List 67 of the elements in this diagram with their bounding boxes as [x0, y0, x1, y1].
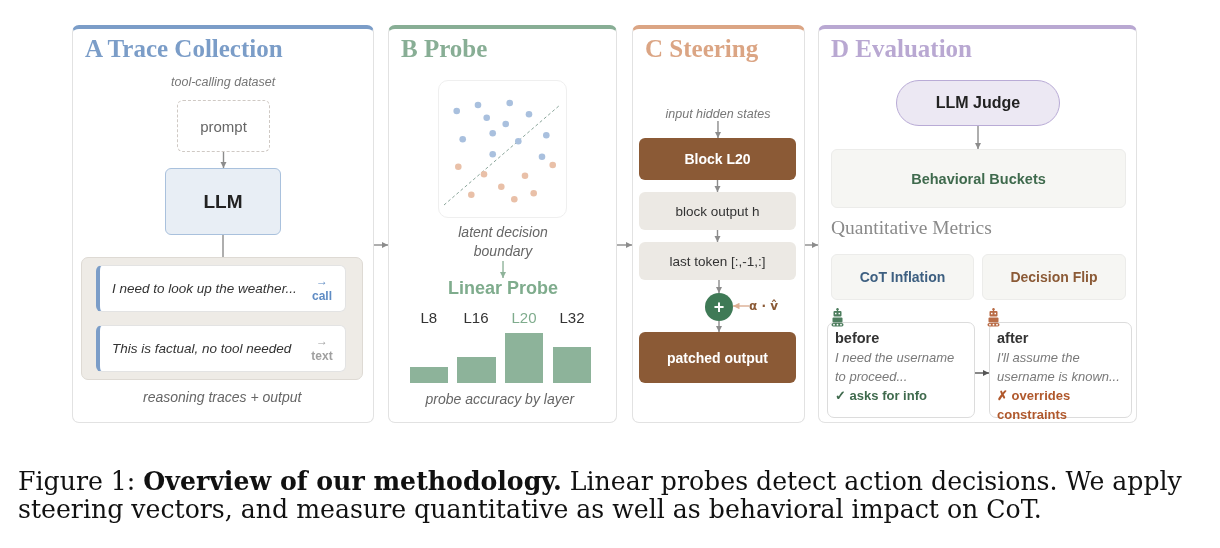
figure-caption: Figure 1: Overview of our methodology. Linear probes detect action decisions. We apply steering vectors, and measure quantitative as well as behavioral impact on CoT.: [18, 467, 1183, 524]
arrow: [714, 179, 721, 193]
arrow: [974, 369, 990, 377]
trace-text: This is factual, no tool needed: [112, 341, 292, 356]
result-text: ✗ overrides constraints: [997, 388, 1071, 422]
steering-vector-label: α · v̂: [749, 299, 778, 313]
layer-block: [639, 138, 796, 180]
action-label: → call: [311, 273, 333, 304]
box-label: Decision Flip: [1010, 269, 1098, 285]
arrow: [220, 151, 227, 169]
arrow: [714, 229, 721, 243]
card-title: after: [997, 330, 1029, 346]
arrow: [373, 241, 389, 249]
box-label: patched output: [666, 349, 769, 366]
model-box: [165, 168, 281, 235]
plus-label: +: [713, 298, 725, 316]
layer-label: L8: [420, 309, 438, 326]
add-node: [705, 293, 733, 321]
arrow: [714, 120, 722, 139]
stage-panel: [818, 25, 1137, 423]
example-card: [989, 322, 1132, 418]
panel-heading: B Probe: [401, 35, 488, 63]
arrow: [616, 241, 633, 249]
bucket-box: [831, 149, 1126, 208]
layer-label: L16: [463, 309, 489, 326]
arrow: [732, 302, 750, 310]
arrow: [499, 260, 507, 279]
probe-title: Linear Probe: [448, 278, 559, 299]
box-label: LLM Judge: [935, 94, 1021, 112]
output-block: [639, 332, 796, 383]
quote-text: I need the username to proceed...: [835, 350, 955, 384]
stage-panel: [72, 25, 374, 423]
stage-panel: [632, 25, 805, 423]
chart-caption: probe accuracy by layer: [425, 391, 575, 407]
panel-heading: C Steering: [645, 35, 759, 63]
layer-label: L32: [559, 309, 585, 326]
box-label: LLM: [203, 190, 243, 213]
input-caption: input hidden states: [665, 107, 771, 121]
connector-line: [222, 234, 224, 258]
box-label: prompt: [200, 117, 247, 135]
box-label: last token [:,-1,:]: [669, 253, 766, 269]
trace-card: [96, 325, 346, 372]
group-caption: reasoning traces + output: [143, 389, 302, 405]
box-label: Block L20: [684, 151, 751, 167]
panel-heading: A Trace Collection: [85, 35, 283, 63]
action-label: → text: [310, 333, 334, 364]
trace-card: [96, 265, 346, 312]
box-label: block output h: [675, 203, 760, 219]
card-title: before: [835, 330, 880, 346]
result-text: ✓ asks for info: [835, 388, 927, 403]
boundary-caption: latent decision boundary: [444, 223, 562, 261]
judge-pill: [896, 80, 1060, 126]
arrow: [715, 279, 723, 294]
trace-text: I need to look up the weather...: [112, 281, 297, 296]
arrow: [804, 241, 819, 249]
box-label: Behavioral Buckets: [911, 170, 1046, 187]
example-card: [827, 322, 975, 418]
arrow: [715, 320, 723, 333]
section-heading: Quantitative Metrics: [831, 217, 992, 239]
dataset-caption: tool-calling dataset: [171, 75, 276, 89]
process-box: [639, 242, 796, 280]
panel-heading: D Evaluation: [831, 35, 972, 63]
box-label: CoT Inflation: [859, 269, 946, 285]
process-box: [639, 192, 796, 230]
layer-label: L20: [511, 309, 537, 326]
quote-text: I'll assume the username is known...: [997, 350, 1120, 384]
arrow: [974, 125, 982, 150]
